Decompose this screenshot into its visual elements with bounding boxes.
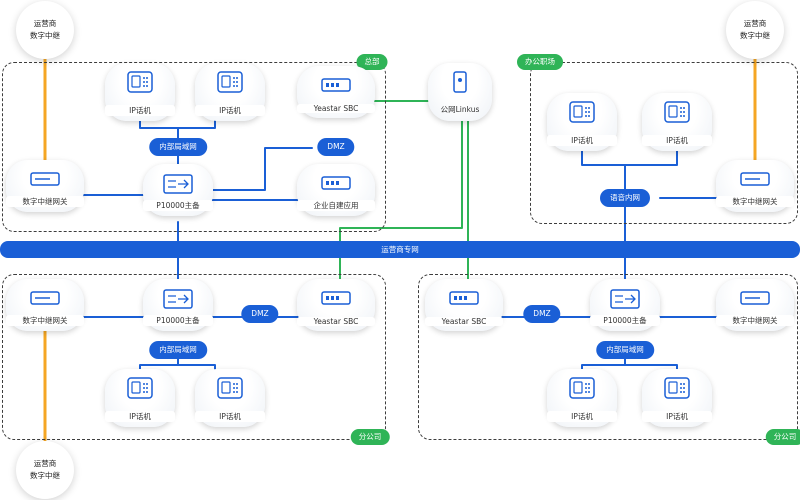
branch-right-ip-phone-2-label: IP话机 [642, 411, 712, 422]
mobile-icon [453, 71, 467, 93]
phone-icon [127, 71, 153, 93]
region-tag-office: 办公职场 [517, 54, 563, 70]
office-voice-net-pill: 语音内网 [600, 189, 650, 207]
hq-enterprise-app-label: 企业自建应用 [297, 200, 375, 211]
hq-dmz-pill: DMZ [317, 138, 355, 156]
branch-left-ip-phone-2[interactable]: IP话机 [195, 369, 265, 427]
branch-left-ip-phone-2-label: IP话机 [195, 411, 265, 422]
office-ip-phone-1[interactable]: IP话机 [547, 93, 617, 151]
phone-icon [569, 101, 595, 123]
office-ip-phone-1-label: IP话机 [547, 135, 617, 146]
server-icon [321, 291, 351, 305]
region-office [530, 62, 798, 224]
phone-icon [664, 101, 690, 123]
hq-yeastar-sbc[interactable]: Yeastar SBC [297, 66, 375, 118]
hq-trunk-gateway-label: 数字中继网关 [6, 196, 84, 207]
branch-left-p10000-pbx[interactable]: P10000主备 [143, 279, 213, 331]
branch-left-dmz-pill: DMZ [241, 305, 279, 323]
branch-right-dmz-pill: DMZ [523, 305, 561, 323]
server-icon [321, 176, 351, 190]
branch-right-ip-phone-2[interactable]: IP话机 [642, 369, 712, 427]
region-tag-hq: 总部 [356, 54, 388, 70]
linkus-lines [339, 100, 469, 291]
office-ip-phone-2[interactable]: IP话机 [642, 93, 712, 151]
branch-left-trunk-gateway[interactable]: 数字中继网关 [6, 279, 84, 331]
hq-ip-phone-2[interactable]: IP话机 [195, 63, 265, 121]
region-tag-branch-right: 分公司 [765, 429, 800, 445]
office-trunk-gateway[interactable]: 数字中继网关 [716, 160, 794, 212]
hq-ip-phone-1-label: IP话机 [105, 105, 175, 116]
carrier-network-label: 运营商专网 [381, 245, 419, 254]
office-ip-phone-2-label: IP话机 [642, 135, 712, 146]
office-trunk-gateway-label: 数字中继网关 [716, 196, 794, 207]
gateway-icon [30, 291, 60, 305]
phone-icon [127, 377, 153, 399]
branch-right-p10000-pbx-label: P10000主备 [590, 315, 660, 326]
carrier-trunk-circle-hq: 运营商 数字中继 [16, 1, 74, 59]
region-branch-left [2, 274, 386, 440]
branch-right-trunk-gateway-label: 数字中继网关 [716, 315, 794, 326]
phone-icon [217, 71, 243, 93]
branch-right-p10000-pbx[interactable]: P10000主备 [590, 279, 660, 331]
pbx-icon [163, 174, 193, 194]
gateway-icon [30, 172, 60, 186]
region-hq [2, 62, 386, 232]
branch-right-trunk-gateway[interactable]: 数字中继网关 [716, 279, 794, 331]
pbx-icon [163, 289, 193, 309]
branch-right-ip-phone-1-label: IP话机 [547, 411, 617, 422]
branch-left-ip-phone-1-label: IP话机 [105, 411, 175, 422]
phone-icon [217, 377, 243, 399]
server-icon [321, 78, 351, 92]
region-branch-right [418, 274, 798, 440]
branch-right-yeastar-sbc[interactable]: Yeastar SBC [425, 279, 503, 331]
hq-yeastar-sbc-label: Yeastar SBC [297, 104, 375, 113]
carrier-network-bar: 运营商专网 [0, 241, 800, 258]
public-linkus[interactable]: 公网Linkus [428, 63, 492, 121]
server-icon [449, 291, 479, 305]
phone-icon [569, 377, 595, 399]
hq-trunk-gateway[interactable]: 数字中继网关 [6, 160, 84, 212]
branch-left-yeastar-sbc[interactable]: Yeastar SBC [297, 279, 375, 331]
carrier-trunk-circle-branch: 运营商 数字中继 [16, 441, 74, 499]
region-tag-branch-left: 分公司 [350, 429, 390, 445]
gateway-icon [740, 291, 770, 305]
hq-p10000-pbx[interactable]: P10000主备 [143, 164, 213, 216]
hq-ip-phone-2-label: IP话机 [195, 105, 265, 116]
hq-enterprise-app[interactable]: 企业自建应用 [297, 164, 375, 216]
phone-icon [664, 377, 690, 399]
hq-lan-pill: 内部局域网 [149, 138, 207, 156]
pbx-icon [610, 289, 640, 309]
branch-left-ip-phone-1[interactable]: IP话机 [105, 369, 175, 427]
branch-left-p10000-pbx-label: P10000主备 [143, 315, 213, 326]
carrier-trunk-circle-office: 运营商 数字中继 [726, 1, 784, 59]
branch-left-trunk-gateway-label: 数字中继网关 [6, 315, 84, 326]
branch-right-yeastar-sbc-label: Yeastar SBC [425, 317, 503, 326]
branch-right-lan-pill: 内部局域网 [596, 341, 654, 359]
branch-left-yeastar-sbc-label: Yeastar SBC [297, 317, 375, 326]
branch-left-lan-pill: 内部局域网 [149, 341, 207, 359]
public-linkus-label: 公网Linkus [440, 105, 480, 114]
branch-right-ip-phone-1[interactable]: IP话机 [547, 369, 617, 427]
gateway-icon [740, 172, 770, 186]
hq-p10000-pbx-label: P10000主备 [143, 200, 213, 211]
hq-ip-phone-1[interactable]: IP话机 [105, 63, 175, 121]
